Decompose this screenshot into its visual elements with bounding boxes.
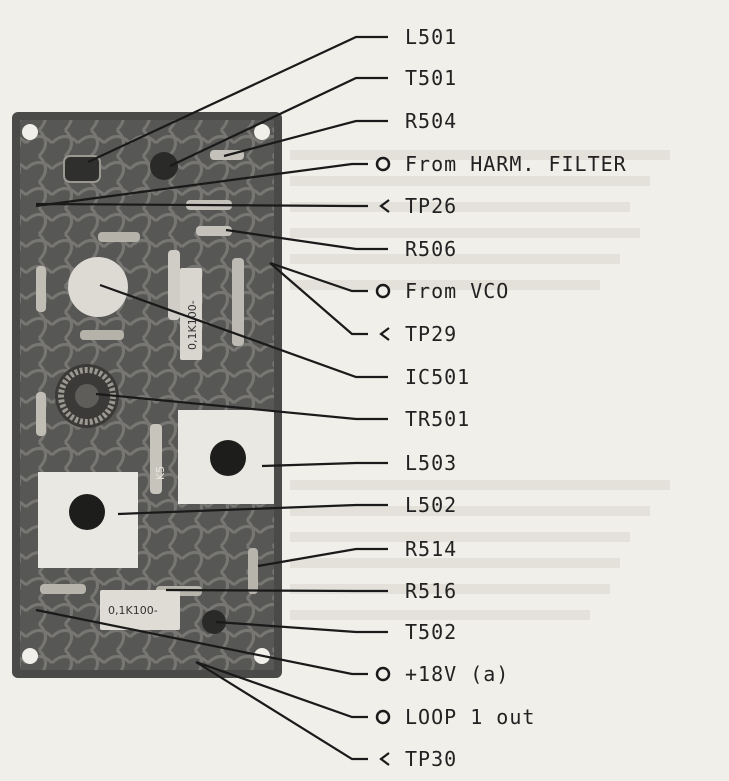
- label-r506: R506: [405, 237, 457, 261]
- leader-vco: [269, 261, 368, 293]
- terminal-circle-icon: [375, 156, 391, 172]
- label-p18v: +18V (a): [405, 662, 509, 686]
- terminal-circle-icon: [375, 709, 391, 725]
- leader-l502: [117, 503, 388, 516]
- leader-tp30: [195, 661, 368, 761]
- label-tp26: TP26: [405, 194, 457, 218]
- test-point-arrow-icon: [379, 752, 390, 766]
- leader-t501: [169, 76, 388, 167]
- circuit-board: 0,1K100- 0,1K100- K5: [12, 112, 282, 678]
- label-l503: L503: [405, 451, 457, 475]
- label-vco: From VCO: [405, 279, 509, 303]
- label-r514: R514: [405, 537, 457, 561]
- label-r504: R504: [405, 109, 457, 133]
- terminal-circle-icon: [375, 666, 391, 682]
- label-r516: R516: [405, 579, 457, 603]
- leader-harm: [35, 162, 368, 208]
- leader-p18v: [35, 608, 368, 676]
- label-ic501: IC501: [405, 365, 470, 389]
- leader-loop1: [195, 660, 368, 719]
- leader-r504: [223, 119, 388, 158]
- page-background: [290, 150, 670, 620]
- leader-l503: [261, 461, 388, 468]
- terminal-circle-icon: [375, 283, 391, 299]
- label-t502: T502: [405, 620, 457, 644]
- leader-r516: [165, 588, 388, 593]
- leader-ic501: [99, 283, 388, 379]
- leader-tr501: [95, 392, 388, 421]
- label-t501: T501: [405, 66, 457, 90]
- leader-r514: [257, 547, 388, 568]
- label-tr501: TR501: [405, 407, 470, 431]
- test-point-arrow-icon: [379, 327, 390, 341]
- leader-tp26: [35, 202, 368, 208]
- label-l501: L501: [405, 25, 457, 49]
- board-marking-1: 0,1K100-: [108, 604, 158, 617]
- board-marking-2: 0,1K100-: [186, 300, 199, 350]
- leader-l501: [87, 35, 388, 163]
- label-harm: From HARM. FILTER: [405, 152, 627, 176]
- label-tp30: TP30: [405, 747, 457, 771]
- label-loop1: LOOP 1 out: [405, 705, 535, 729]
- board-marking-3: K5: [154, 466, 167, 480]
- leader-lines: [35, 35, 388, 761]
- leader-t502: [215, 620, 388, 634]
- label-tp29: TP29: [405, 322, 457, 346]
- leader-tp29: [269, 262, 368, 336]
- leader-r506: [225, 228, 388, 251]
- ic501-component: [68, 257, 128, 317]
- test-point-arrow-icon: [379, 199, 390, 213]
- label-l502: L502: [405, 493, 457, 517]
